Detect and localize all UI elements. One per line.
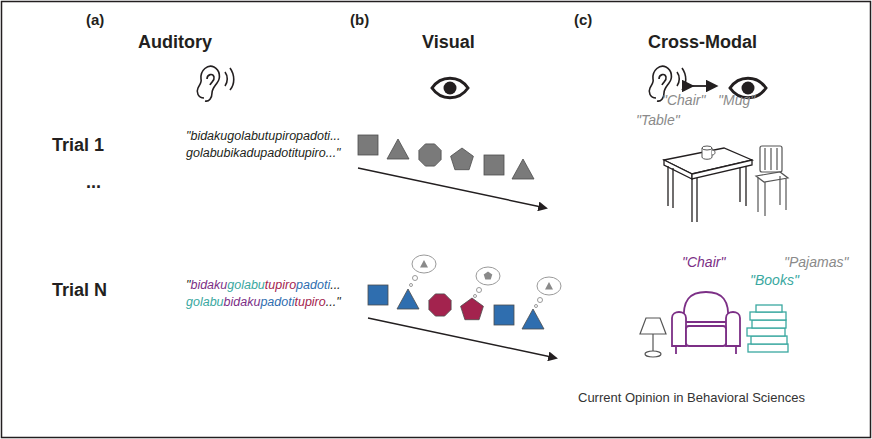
thought-bubble <box>410 255 562 308</box>
syllable-word: tupiro <box>294 295 325 309</box>
double-arrow <box>692 86 716 87</box>
object-word: "Books" <box>750 272 799 289</box>
syllable-word: padoti <box>260 295 294 309</box>
table-drawing <box>664 148 752 222</box>
shape-sequence <box>368 285 556 358</box>
mug-drawing <box>702 146 715 159</box>
panel-letter: (b) <box>350 11 369 29</box>
panel-letter: (a) <box>86 11 104 29</box>
ear-icon <box>197 66 234 101</box>
object-word: "Chair" <box>682 254 725 271</box>
column-heading: Cross-Modal <box>648 32 757 54</box>
shape-sequence <box>358 135 546 208</box>
trial-label: Trial N <box>52 280 107 302</box>
column-heading: Auditory <box>138 32 212 54</box>
syllable-stream: "bidakugolabutupiropadoti... golabubikad… <box>186 128 371 162</box>
armchair-drawing <box>672 292 740 354</box>
syllable-stream: "bidakugolabutupiropadoti... golabubidak… <box>186 277 371 311</box>
object-word: "Table" <box>636 112 680 129</box>
object-word: "Pajamas" <box>784 254 848 271</box>
lamp-drawing <box>640 318 666 357</box>
syllable-word: golabu <box>186 295 224 309</box>
object-word: "Chair" <box>662 92 705 109</box>
ellipsis: ... <box>86 172 101 194</box>
column-heading: Visual <box>422 32 475 54</box>
eye-icon <box>432 78 468 98</box>
syllable-word: bidaku <box>224 295 261 309</box>
source-credit: Current Opinion in Behavioral Sciences <box>578 390 805 406</box>
object-word: "Mug" <box>718 92 755 109</box>
chair-drawing <box>756 146 788 216</box>
syllable-word: golabu <box>227 278 265 292</box>
syllable-word: bidaku <box>190 278 227 292</box>
trial-label: Trial 1 <box>52 135 104 157</box>
books-drawing <box>747 305 788 352</box>
syllable-word: padoti <box>296 278 330 292</box>
panel-letter: (c) <box>574 11 592 29</box>
syllable-word: tupiro <box>265 278 296 292</box>
